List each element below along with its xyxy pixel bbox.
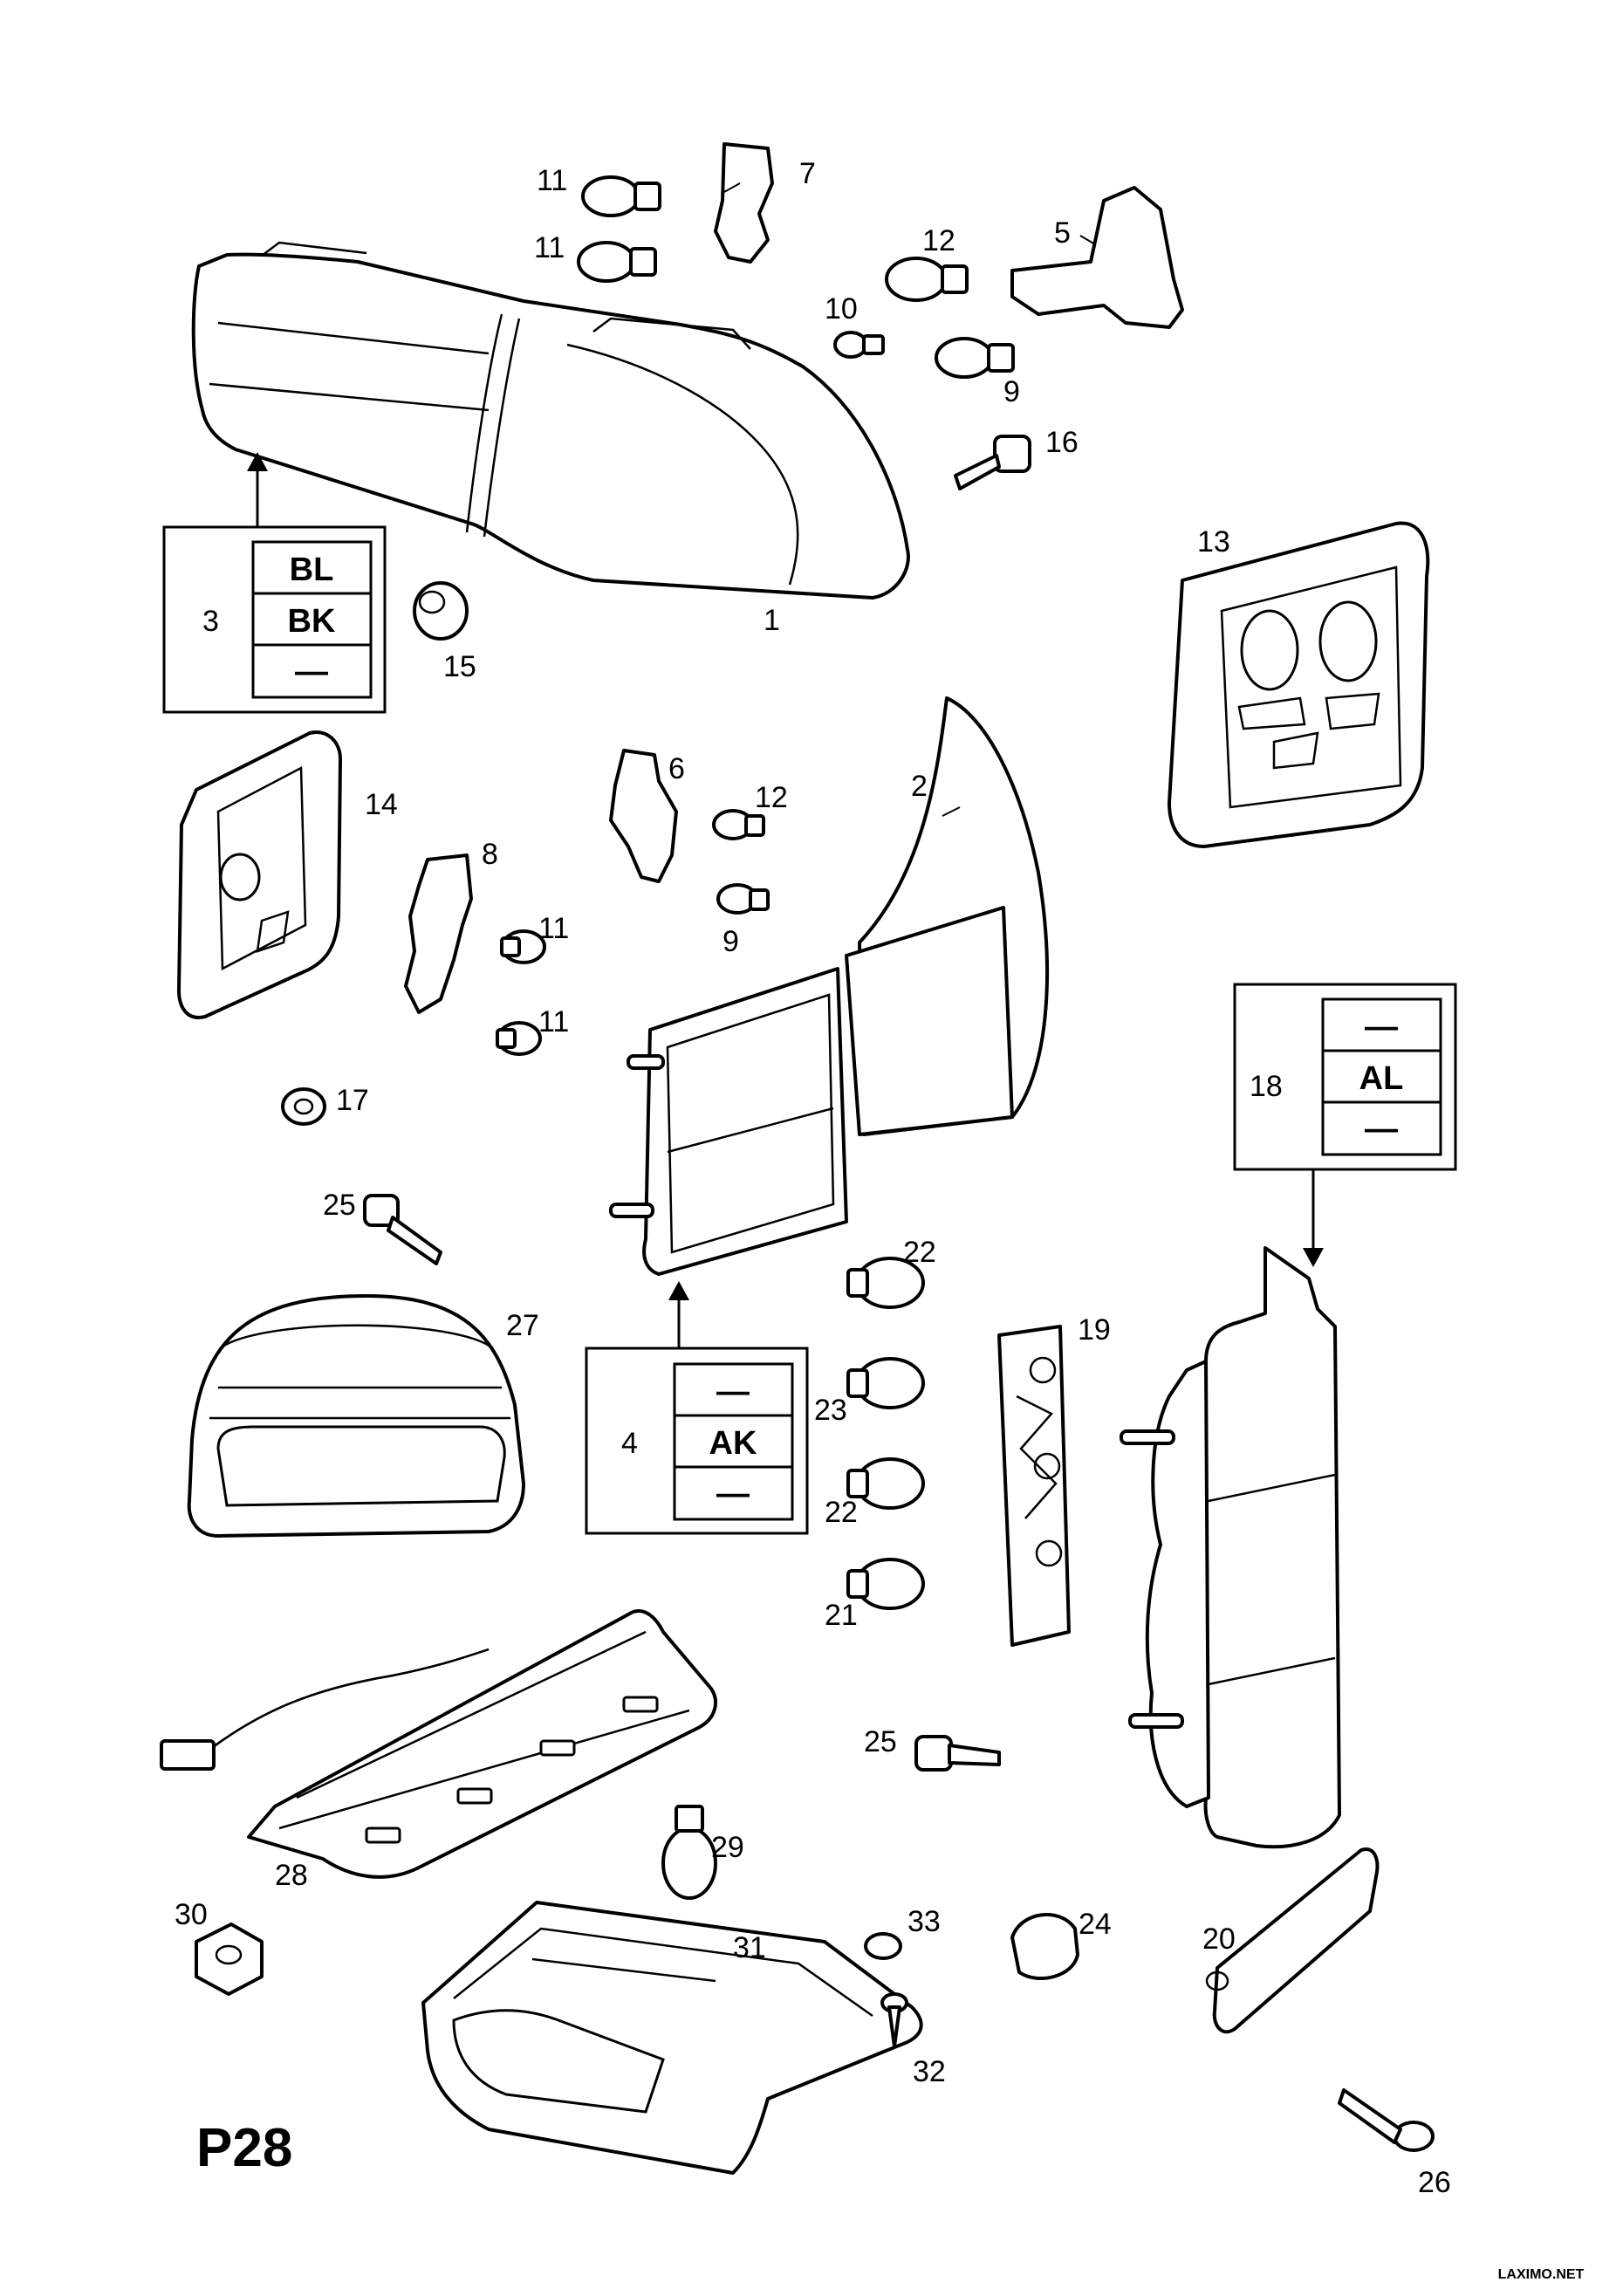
rear-lamp-cluster-part bbox=[191, 241, 910, 600]
bracket-7-part bbox=[714, 142, 774, 264]
screw-25-upper-part bbox=[363, 1194, 442, 1265]
callout-9-upper: 9 bbox=[1003, 375, 1020, 408]
callout-32: 32 bbox=[913, 2055, 946, 2088]
callout-labels: 1 2 5 6 7 8 9 9 10 11 11 11 11 12 12 13 … bbox=[175, 157, 1451, 2199]
callout-22-lower: 22 bbox=[825, 1496, 858, 1529]
variant-box-4: — AK — 4 bbox=[585, 1347, 809, 1535]
callout-28: 28 bbox=[275, 1859, 308, 1892]
screw-26-part bbox=[1338, 2088, 1435, 2152]
bulb-group-middle bbox=[496, 809, 770, 1056]
callout-11-d: 11 bbox=[538, 1005, 569, 1038]
washer-33-part bbox=[864, 1932, 902, 1960]
bulb-10 bbox=[833, 331, 885, 359]
callout-6: 6 bbox=[668, 752, 685, 785]
variant-4-row-2: AK bbox=[709, 1425, 757, 1462]
callout-27: 27 bbox=[506, 1309, 539, 1342]
bulb-group-top bbox=[577, 175, 1015, 379]
bulb-22-lower bbox=[846, 1457, 925, 1510]
variant-3-row-1: BL bbox=[290, 552, 334, 588]
variant-18-row-3: — bbox=[1365, 1111, 1398, 1148]
bulb-22-upper bbox=[846, 1257, 925, 1309]
bulb-12-upper bbox=[885, 257, 969, 302]
callout-31: 31 bbox=[733, 1931, 766, 1964]
bulb-21 bbox=[846, 1558, 925, 1610]
lamp-cover-31-part bbox=[421, 1901, 923, 2175]
contact-plate-8-part bbox=[404, 853, 473, 1014]
bulb-9-lower bbox=[716, 883, 770, 915]
watermark: LAXIMO.NET bbox=[1498, 2267, 1585, 2282]
variant-18-row-1: — bbox=[1365, 1009, 1398, 1045]
variant-18-row-2: AL bbox=[1359, 1060, 1404, 1097]
rear-lamp-inner-2-part bbox=[609, 696, 1049, 1276]
rear-lamp-18-part bbox=[1120, 1246, 1341, 1849]
grommet-17-part bbox=[281, 1087, 326, 1126]
callout-24: 24 bbox=[1079, 1908, 1112, 1941]
callout-12-upper: 12 bbox=[922, 224, 955, 257]
callout-9-lower: 9 bbox=[722, 925, 739, 958]
callout-3: 3 bbox=[202, 605, 219, 638]
bracket-5-part bbox=[1010, 186, 1184, 329]
callout-11-c: 11 bbox=[538, 912, 569, 945]
callout-23: 23 bbox=[814, 1394, 847, 1427]
bulb-11-middle-upper bbox=[500, 929, 546, 964]
screw-32-part bbox=[880, 1992, 908, 2048]
circuit-board-19-part bbox=[997, 1325, 1071, 1647]
callout-25-lower: 25 bbox=[864, 1725, 897, 1758]
variant-box-3: BL BK — 3 bbox=[162, 525, 387, 714]
cap-24-part bbox=[1010, 1913, 1079, 1981]
callout-22-upper: 22 bbox=[903, 1236, 936, 1269]
variant-3-row-3: — bbox=[295, 654, 328, 690]
bulb-holder-plate-13-part bbox=[1168, 521, 1430, 848]
callout-5: 5 bbox=[1054, 216, 1071, 250]
callout-17: 17 bbox=[336, 1084, 369, 1117]
bracket-6-part bbox=[609, 749, 678, 883]
callout-26: 26 bbox=[1418, 2166, 1451, 2199]
lamp-holder-14-part bbox=[177, 730, 342, 1019]
screw-16-part bbox=[954, 435, 1031, 490]
callout-10: 10 bbox=[825, 292, 858, 326]
callout-20: 20 bbox=[1202, 1922, 1236, 1956]
variant-4-row-3: — bbox=[716, 1476, 750, 1512]
bulb-11-lower bbox=[577, 241, 657, 283]
bulb-29-part bbox=[661, 1805, 717, 1900]
callout-13: 13 bbox=[1197, 525, 1230, 559]
callout-14: 14 bbox=[365, 788, 398, 821]
callout-25-upper: 25 bbox=[323, 1189, 356, 1222]
callout-12-lower: 12 bbox=[755, 781, 788, 814]
callout-18: 18 bbox=[1250, 1070, 1283, 1103]
nut-30-part bbox=[195, 1922, 264, 1996]
variant-box-18: — AL — 18 bbox=[1233, 983, 1457, 1171]
callout-19: 19 bbox=[1078, 1313, 1111, 1347]
bulb-11-upper bbox=[581, 175, 661, 217]
callout-1: 1 bbox=[764, 604, 780, 637]
callout-30: 30 bbox=[175, 1898, 208, 1931]
callout-15: 15 bbox=[443, 650, 476, 683]
callout-16: 16 bbox=[1045, 426, 1079, 459]
callout-11-b: 11 bbox=[534, 231, 565, 264]
variant-3-row-2: BK bbox=[288, 603, 336, 640]
callout-2: 2 bbox=[911, 770, 928, 803]
bulb-group-lower bbox=[846, 1257, 925, 1610]
screw-25-lower-part bbox=[914, 1735, 1001, 1772]
brake-lamp-base-28-part bbox=[160, 1609, 717, 1879]
callout-21: 21 bbox=[825, 1599, 858, 1632]
callout-7: 7 bbox=[799, 157, 816, 190]
bulb-11-middle-lower bbox=[496, 1021, 542, 1056]
callout-29: 29 bbox=[711, 1831, 744, 1864]
cover-strip-20-part bbox=[1205, 1847, 1380, 2034]
callout-8: 8 bbox=[482, 838, 498, 871]
bulb-9-upper bbox=[935, 337, 1015, 379]
callout-33: 33 bbox=[907, 1905, 941, 1938]
callout-11-a: 11 bbox=[537, 164, 567, 197]
bulb-23 bbox=[846, 1357, 925, 1409]
grommet-15-part bbox=[413, 581, 469, 641]
callout-4: 4 bbox=[621, 1427, 638, 1460]
page-code: P28 bbox=[196, 2118, 292, 2178]
bulb-12-lower bbox=[712, 809, 765, 840]
variant-4-row-1: — bbox=[716, 1374, 750, 1410]
brake-lamp-27-part bbox=[187, 1294, 525, 1538]
